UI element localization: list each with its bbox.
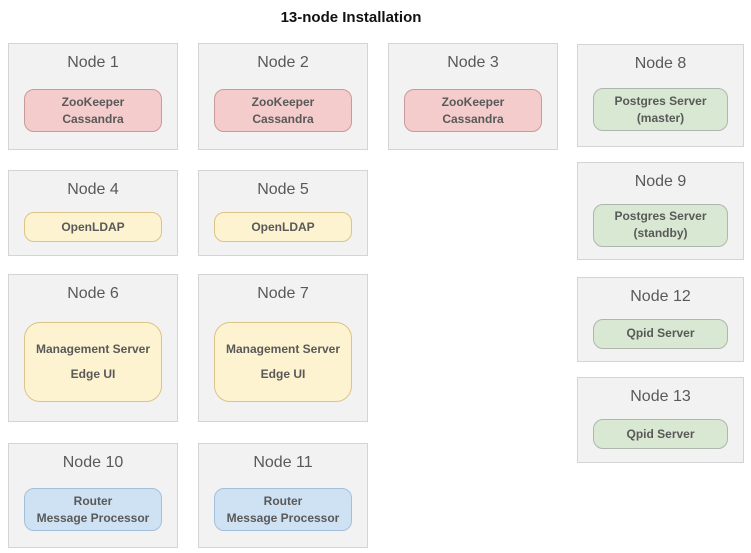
- service-label: OpenLDAP: [251, 219, 315, 234]
- service-label: Postgres Server: [614, 93, 707, 108]
- service-box-zookeeper-cassandra: ZooKeeper Cassandra: [24, 89, 162, 132]
- service-label: Management Server: [35, 342, 151, 356]
- service-box-qpid: Qpid Server: [593, 419, 728, 449]
- node-title: Node 1: [67, 54, 119, 71]
- diagram-title: 13-node Installation: [280, 9, 422, 26]
- service-box-postgres-standby: Postgres Server (standby): [593, 203, 728, 247]
- node-card-12: Node 12 Qpid Server: [577, 277, 744, 362]
- service-label: (master): [636, 110, 685, 125]
- node-card-11: Node 11 Router Message Processor: [198, 443, 368, 548]
- node-title: Node 10: [62, 454, 124, 471]
- service-label: Cassandra: [442, 111, 504, 126]
- node-card-8: Node 8 Postgres Server (master): [577, 44, 744, 147]
- node-title: Node 13: [630, 388, 691, 405]
- service-box-router-mp: Router Message Processor: [214, 488, 352, 531]
- node-title: Node 3: [447, 54, 499, 71]
- service-label: Management Server: [225, 342, 341, 356]
- node-card-6: Node 6 Management Server Edge UI: [8, 274, 178, 422]
- service-box-postgres-master: Postgres Server (master): [593, 88, 728, 131]
- service-label: OpenLDAP: [61, 219, 125, 234]
- service-label: Message Processor: [226, 510, 340, 525]
- node-title: Node 7: [257, 285, 309, 302]
- service-label: ZooKeeper: [61, 94, 125, 109]
- service-label: Edge UI: [260, 367, 306, 381]
- service-box-management-edgeui: Management Server Edge UI: [214, 322, 352, 402]
- service-box-zookeeper-cassandra: ZooKeeper Cassandra: [404, 89, 542, 132]
- node-title: Node 4: [67, 181, 119, 198]
- node-card-4: Node 4 OpenLDAP: [8, 170, 178, 256]
- node-card-1: Node 1 ZooKeeper Cassandra: [8, 43, 178, 150]
- node-card-10: Node 10 Router Message Processor: [8, 443, 178, 548]
- node-title: Node 9: [634, 173, 687, 190]
- service-box-openldap: OpenLDAP: [24, 212, 162, 242]
- node-title: Node 2: [257, 54, 309, 71]
- service-label: ZooKeeper: [251, 94, 315, 109]
- service-label: Qpid Server: [626, 426, 695, 441]
- service-box-zookeeper-cassandra: ZooKeeper Cassandra: [214, 89, 352, 132]
- node-card-9: Node 9 Postgres Server (standby): [577, 162, 744, 260]
- service-label: Router: [73, 493, 113, 508]
- service-box-router-mp: Router Message Processor: [24, 488, 162, 531]
- service-label: Postgres Server: [614, 209, 707, 223]
- node-title: Node 8: [634, 55, 687, 72]
- service-label: Edge UI: [70, 367, 116, 381]
- node-card-13: Node 13 Qpid Server: [577, 377, 744, 463]
- service-label: Cassandra: [62, 111, 124, 126]
- node-card-5: Node 5 OpenLDAP: [198, 170, 368, 256]
- node-card-3: Node 3 ZooKeeper Cassandra: [388, 43, 558, 150]
- service-label: Router: [263, 493, 303, 508]
- node-title: Node 11: [253, 454, 313, 471]
- service-label: Message Processor: [36, 510, 150, 525]
- service-box-qpid: Qpid Server: [593, 318, 728, 349]
- node-card-7: Node 7 Management Server Edge UI: [198, 274, 368, 422]
- node-title: Node 5: [257, 181, 309, 198]
- service-label: Qpid Server: [626, 326, 695, 340]
- service-label: (standby): [633, 226, 688, 240]
- node-title: Node 12: [630, 288, 691, 305]
- node-card-2: Node 2 ZooKeeper Cassandra: [198, 43, 368, 150]
- service-box-management-edgeui: Management Server Edge UI: [24, 322, 162, 402]
- service-box-openldap: OpenLDAP: [214, 212, 352, 242]
- service-label: ZooKeeper: [441, 94, 505, 109]
- service-label: Cassandra: [252, 111, 314, 126]
- node-title: Node 6: [67, 285, 119, 302]
